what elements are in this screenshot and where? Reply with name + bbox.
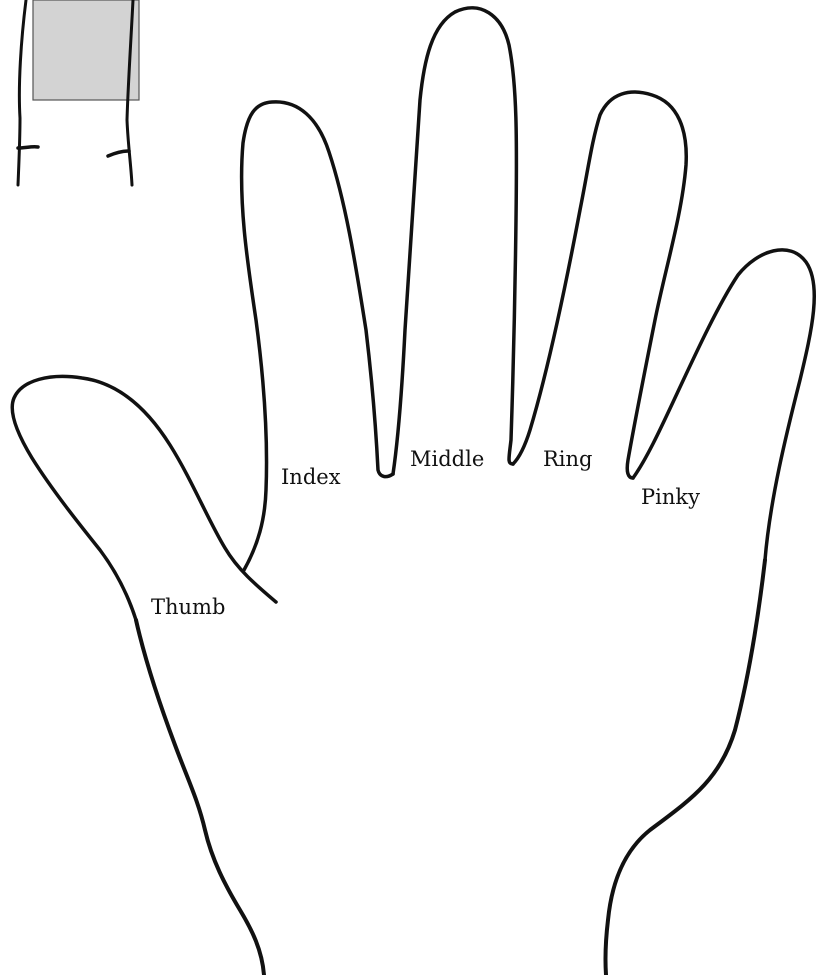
middle-finger-outline xyxy=(393,8,516,474)
swatch-right-nail xyxy=(108,151,129,156)
finger-swatch-sketch xyxy=(18,0,139,185)
swatch-left-nail xyxy=(18,147,38,148)
label-thumb: Thumb xyxy=(151,595,225,619)
ring-finger-outline xyxy=(513,92,686,478)
palm-left-side xyxy=(136,620,264,975)
index-finger-outline xyxy=(242,102,393,570)
palm-right-side xyxy=(605,560,765,975)
swatch-left-edge xyxy=(18,0,26,185)
label-ring: Ring xyxy=(543,447,593,471)
thumb-outline xyxy=(12,376,276,620)
label-middle: Middle xyxy=(410,447,484,471)
label-pinky: Pinky xyxy=(641,485,700,509)
gray-swatch xyxy=(33,0,139,100)
label-index: Index xyxy=(281,465,341,489)
